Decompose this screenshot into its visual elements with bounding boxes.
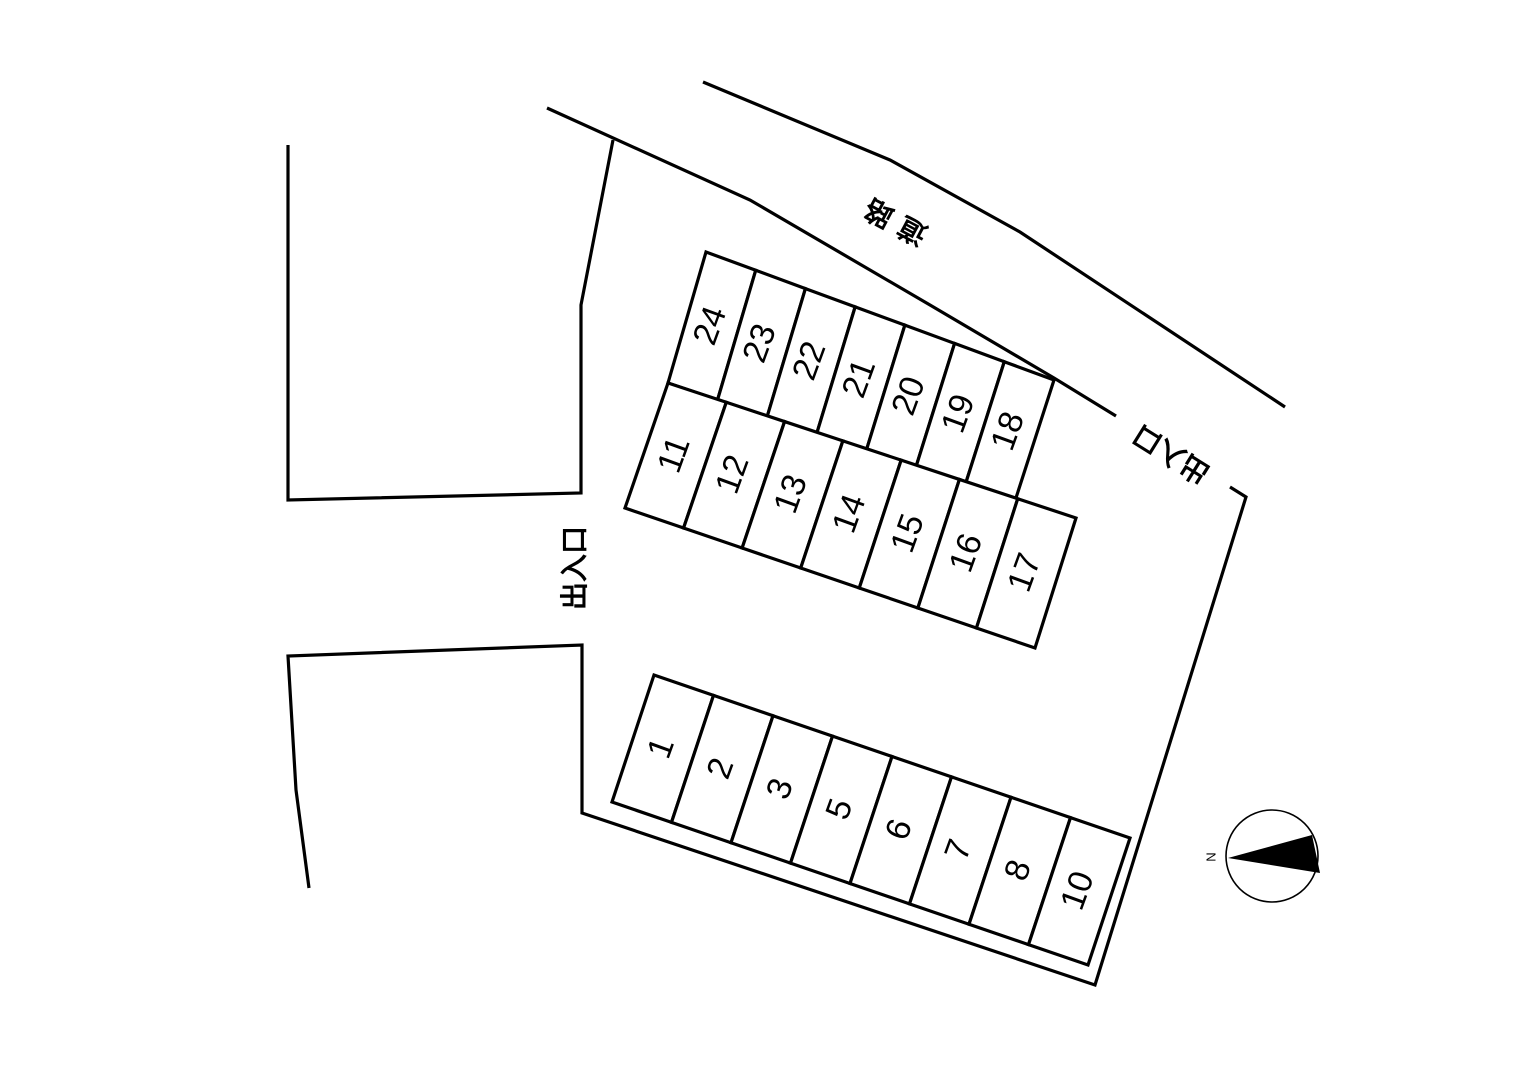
- boundary-north-west: [286, 139, 615, 502]
- parking-stall: [974, 496, 1079, 651]
- entrance-west-label: 出入口: [558, 526, 591, 610]
- entrance-east-label: 出入口: [1127, 418, 1216, 491]
- road-label: 道路: [850, 187, 933, 252]
- road-outer-edge: [702, 80, 1286, 409]
- boundary-south-west: [286, 485, 1248, 988]
- site-boundaries: [286, 80, 1286, 988]
- parking-stall: [1026, 815, 1133, 968]
- compass-needle-icon: [1228, 835, 1320, 873]
- road-inner-edge: [546, 106, 1117, 418]
- compass: N: [1203, 809, 1320, 903]
- compass-north-label: N: [1203, 852, 1218, 861]
